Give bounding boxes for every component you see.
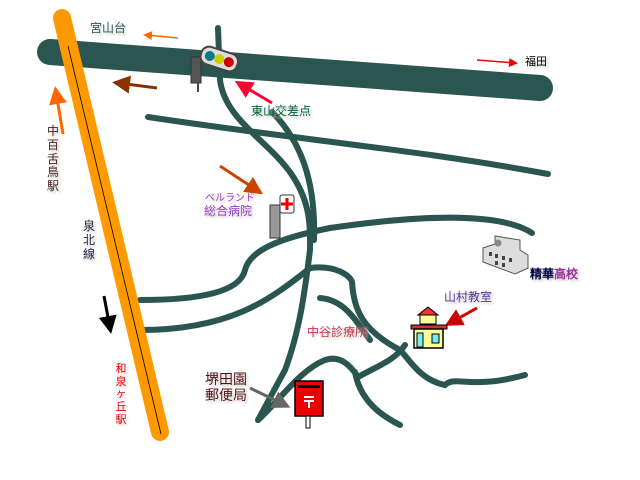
main-road <box>37 39 553 101</box>
arrow-south <box>98 295 117 334</box>
traffic-light-icon <box>190 45 240 92</box>
arrow-yamamura <box>444 306 478 326</box>
road-curve <box>317 295 373 343</box>
road-middle-west <box>137 214 535 303</box>
road-upper-cross <box>145 114 551 177</box>
label-nakamozu-station: 中百舌鳥駅 <box>46 124 59 194</box>
label-higashiyama-intersection: 東山交差点 <box>251 104 312 118</box>
road-east-branch <box>355 342 408 380</box>
roads <box>37 25 553 428</box>
road-lower-west <box>137 264 528 389</box>
label-bellland-2: 総合病院 <box>204 204 253 218</box>
direction-arrows <box>49 31 518 408</box>
label-miyamadai: 宮山台 <box>90 21 127 35</box>
road-north-south <box>215 25 314 423</box>
label-seika-high-school: 精華高校 <box>530 267 579 281</box>
hospital-icon <box>269 194 295 239</box>
arrow-miyamadai <box>143 31 179 41</box>
label-post-1: 堺田園 <box>205 372 247 388</box>
label-izumigaoka-station: 和泉ヶ丘駅 <box>115 362 127 426</box>
label-yamamura-classroom: 山村教室 <box>444 290 493 304</box>
label-fukuda: 福田 <box>525 55 547 68</box>
house-icon <box>410 306 448 349</box>
label-bellland-1: ベルランド <box>205 193 255 204</box>
arrow-west <box>112 75 158 94</box>
arrow-fukuda <box>476 58 518 68</box>
arrow-hospital <box>219 164 264 195</box>
postbox-icon <box>294 380 324 429</box>
label-post-2: 郵便局 <box>205 388 247 404</box>
label-nakatani-clinic: 中谷診療所 <box>307 325 368 339</box>
senboku-railway <box>53 9 169 441</box>
arrow-nakamozu <box>49 86 67 135</box>
arrow-intersection <box>234 80 273 105</box>
label-senboku-line: 泉北線 <box>82 219 95 261</box>
road-branch <box>269 109 318 243</box>
school-icon <box>482 235 529 275</box>
road-south <box>352 369 403 428</box>
arrow-post <box>249 386 291 408</box>
